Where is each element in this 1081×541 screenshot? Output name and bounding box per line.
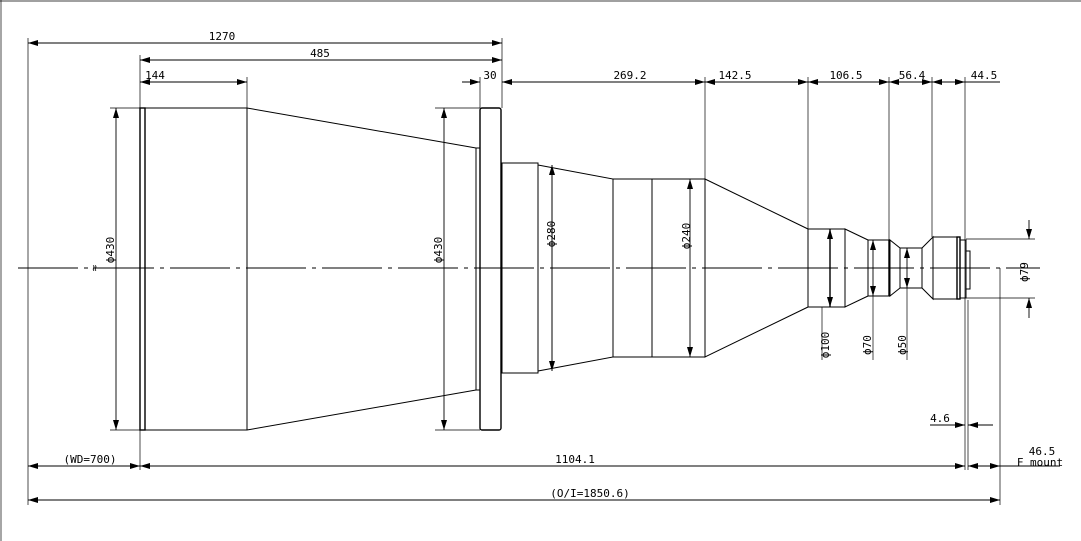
dim-front-to-flange: 485: [310, 47, 330, 60]
diameter-100: ϕ100: [819, 332, 832, 359]
lens-body: [139, 107, 971, 431]
dim-front-barrel: 144: [145, 69, 165, 82]
dim-flange-thickness: 30: [483, 69, 496, 82]
dim-overall-length: 1270: [209, 30, 236, 43]
diameter-70: ϕ70: [861, 335, 874, 355]
dim-seg4: 56.4: [899, 69, 926, 82]
dim-seg5: 44.5: [971, 69, 998, 82]
dimension-lines: [28, 40, 1060, 503]
dim-seg1: 269.2: [613, 69, 646, 82]
diameter-280: ϕ280: [545, 221, 558, 248]
diameter-240: ϕ240: [680, 223, 693, 250]
diameter-50: ϕ50: [896, 335, 909, 355]
dim-mount-offset: 4.6: [930, 412, 950, 425]
break-mark: ≈: [88, 264, 101, 271]
diameter-79: ϕ79: [1018, 262, 1031, 282]
flange: [479, 107, 502, 431]
dim-lens-length: 1104.1: [555, 453, 595, 466]
dim-object-to-image: (O/I=1850.6): [550, 487, 629, 500]
diameter-flange: ϕ430: [432, 237, 445, 264]
dim-seg3: 106.5: [829, 69, 862, 82]
extension-lines: [27, 38, 1035, 505]
dim-seg2: 142.5: [718, 69, 751, 82]
dim-flange-back: 46.5: [1029, 445, 1056, 458]
dim-working-distance: (WD=700): [64, 453, 117, 466]
diameter-front: ϕ430: [104, 237, 117, 264]
front-plate: [139, 107, 146, 431]
mount-label: F mount: [1017, 456, 1063, 469]
